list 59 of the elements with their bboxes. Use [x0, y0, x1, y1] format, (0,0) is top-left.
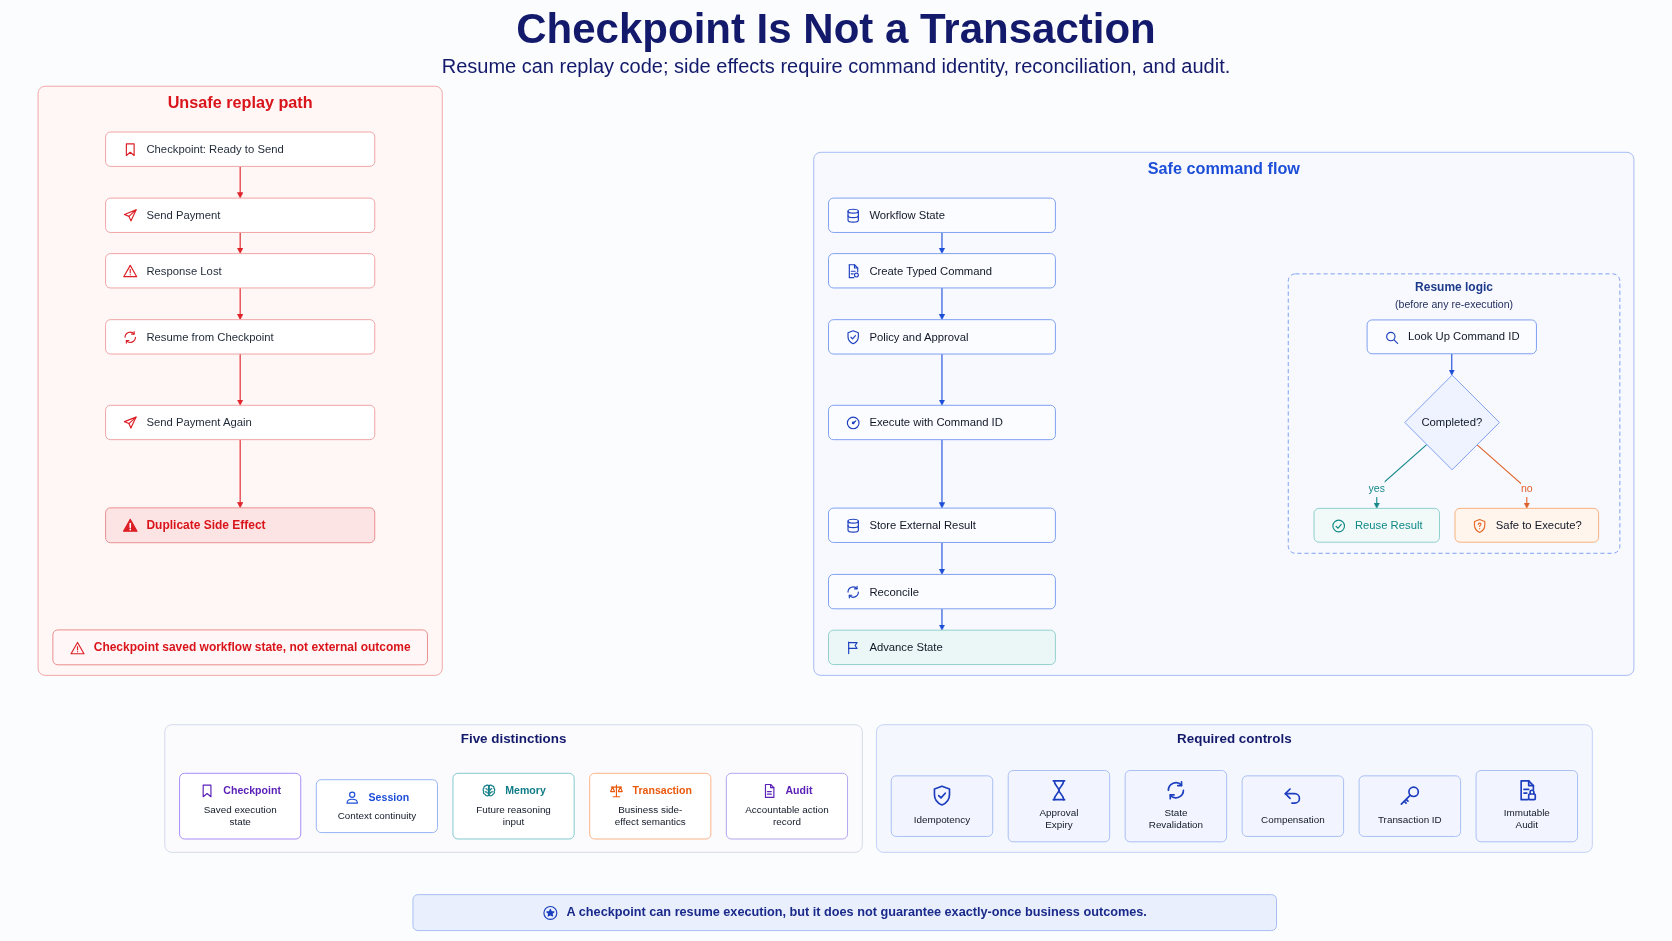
step-label: Create Typed Command [869, 263, 993, 279]
card-text: Saved execution state [202, 803, 278, 829]
arrow [237, 166, 244, 199]
card-title: Memory [505, 784, 546, 797]
step-label: Duplicate Side Effect [146, 517, 267, 534]
step-label: Resume from Checkpoint [146, 329, 275, 345]
card-text: Future reasoning input [475, 803, 552, 829]
arrow [938, 287, 946, 321]
card-title: Checkpoint [223, 784, 281, 797]
step-label: Checkpoint: Ready to Send [146, 142, 285, 158]
arrow [938, 439, 946, 509]
arrow [237, 353, 244, 406]
edge-label: yes [1368, 482, 1385, 495]
step-label: Advance State [869, 640, 944, 656]
step-label: Send Payment [146, 208, 222, 224]
control-label: Immutable Audit [1502, 805, 1551, 832]
group-title: Safe command flow [1147, 159, 1300, 178]
step-label: Send Payment Again [146, 415, 253, 431]
arrow [938, 608, 946, 631]
decision-label: Completed? [1421, 416, 1483, 429]
control-label: Idempotency [912, 813, 972, 827]
arrow [1448, 353, 1455, 376]
banner-text: A checkpoint can resume execution, but it does not guarantee exactly-once business outcomes. [566, 905, 1147, 920]
step-label: Checkpoint saved workflow state, not external outcome [93, 640, 411, 655]
step-label: Reconcile [869, 584, 920, 600]
card-text: Business side-effect semantics [613, 803, 687, 829]
control-label: State Revalidation [1147, 805, 1205, 832]
control-label: Approval Expiry [1038, 805, 1080, 832]
card-text: Accountable action record [744, 803, 830, 829]
arrow [1476, 444, 1530, 509]
arrow [237, 232, 244, 255]
arrow [938, 542, 946, 575]
step-label: Workflow State [869, 208, 946, 224]
title: Checkpoint Is Not a Transaction [516, 6, 1156, 53]
arrow [938, 232, 946, 255]
edge-label: no [1520, 482, 1533, 495]
group-title: Required controls [1177, 731, 1292, 747]
group-title: Resume logic [1415, 280, 1493, 294]
step-label: Policy and Approval [869, 329, 970, 345]
control-label: Compensation [1260, 813, 1326, 827]
card-title: Transaction [632, 784, 692, 797]
card-text: Context continuity [336, 809, 418, 823]
subtitle: Resume can replay code; side effects require command identity, reconciliation, and audit. [441, 55, 1231, 79]
step-label: Reuse Result [1354, 519, 1423, 532]
arrow [237, 439, 244, 509]
arrow [237, 287, 244, 321]
group-subtitle: (before any re-execution) [1395, 298, 1514, 311]
step-label: Safe to Execute? [1495, 519, 1582, 532]
arrow [938, 353, 946, 406]
group-title: Five distinctions [460, 731, 567, 747]
step-label: Store External Result [869, 518, 977, 534]
control-label: Transaction ID [1376, 813, 1443, 827]
group-title: Unsafe replay path [167, 93, 313, 112]
arrow [1373, 444, 1428, 509]
step-label: Execute with Command ID [869, 415, 1004, 431]
card-title: Session [368, 790, 410, 803]
card-title: Audit [785, 784, 813, 797]
step-label: Look Up Command ID [1408, 330, 1520, 343]
step-label: Response Lost [146, 263, 223, 279]
